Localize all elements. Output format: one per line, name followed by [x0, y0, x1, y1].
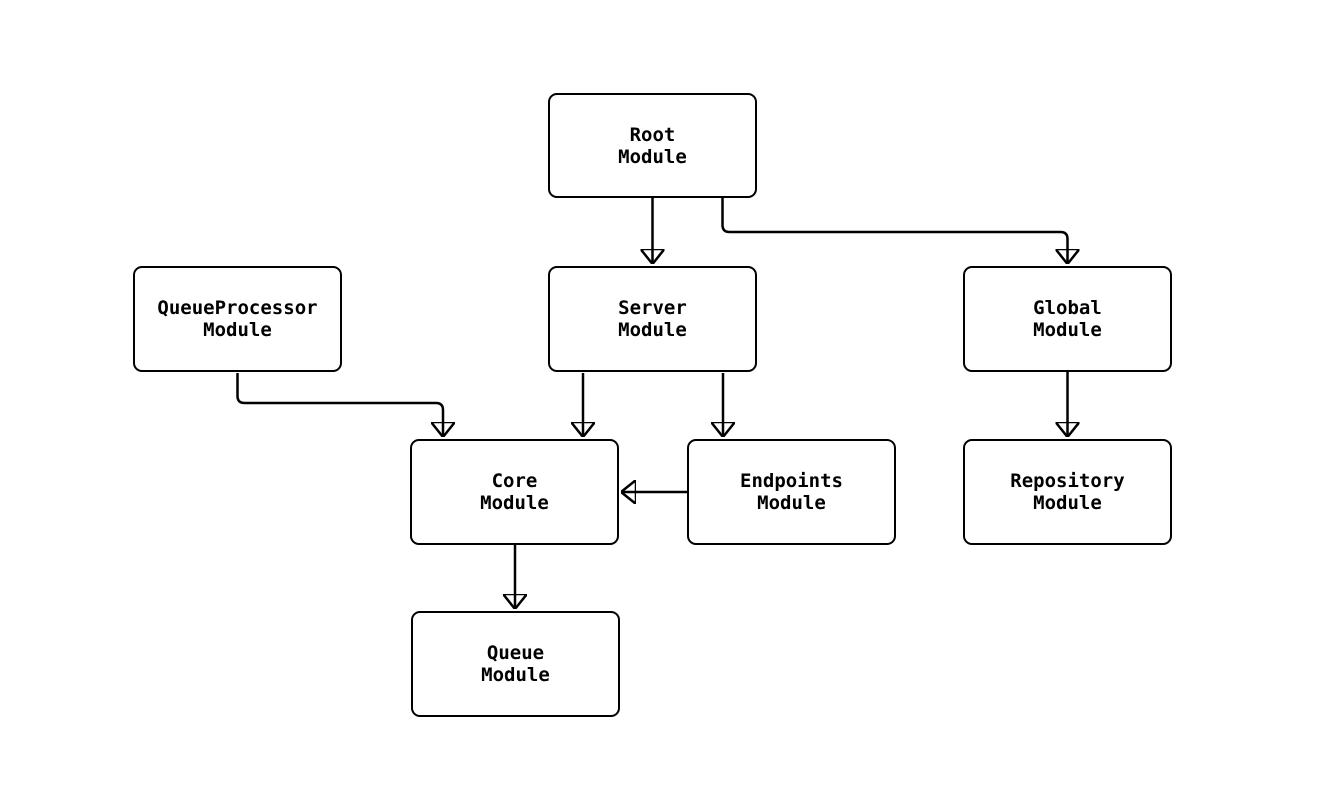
node-label-line1: Server: [618, 297, 687, 319]
node-label-line2: Module: [757, 492, 826, 514]
node-repository-module[interactable]: Repository Module: [963, 439, 1172, 545]
node-server-module[interactable]: Server Module: [548, 266, 757, 372]
node-label-line2: Module: [1033, 319, 1102, 341]
node-label-line1: Root: [629, 123, 676, 146]
node-root-module[interactable]: Root Module: [548, 93, 757, 198]
node-label-line2: Module: [1033, 492, 1102, 514]
node-label-line1: Global: [1033, 297, 1102, 319]
edge-root-to-global: [721, 198, 1068, 263]
node-label-line2: Module: [618, 319, 687, 341]
node-label-line2: Module: [481, 664, 550, 686]
node-endpoints-module[interactable]: Endpoints Module: [687, 439, 896, 545]
node-label-line1: Core: [491, 470, 538, 492]
node-label-line2: Module: [480, 492, 549, 514]
node-label-line2: Module: [618, 145, 687, 168]
node-queue-module[interactable]: Queue Module: [411, 611, 620, 717]
node-label-line1: QueueProcessor: [157, 297, 318, 319]
node-label-line1: Repository: [1010, 470, 1125, 492]
node-queueprocessor-module[interactable]: QueueProcessor Module: [133, 266, 342, 372]
node-label-line2: Module: [203, 319, 272, 341]
node-label-line1: Queue: [486, 642, 545, 664]
node-global-module[interactable]: Global Module: [963, 266, 1172, 372]
edge-queueprocessor-to-core: [236, 373, 444, 436]
node-core-module[interactable]: Core Module: [410, 439, 619, 545]
node-label-line1: Endpoints: [740, 470, 843, 492]
